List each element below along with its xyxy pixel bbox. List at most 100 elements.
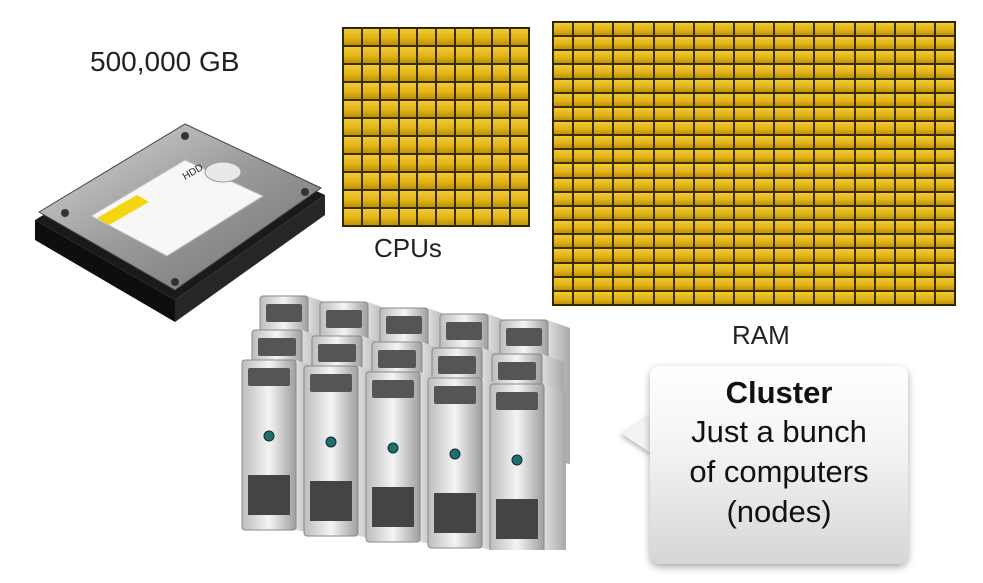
ram-cell <box>754 276 775 291</box>
ram-cell <box>633 248 654 263</box>
ram-cell <box>573 106 594 122</box>
ram-cell <box>713 262 734 277</box>
storage-capacity-label: 500,000 GB <box>90 46 240 77</box>
cpu-core-cell <box>343 154 362 172</box>
cpu-core-cell <box>436 208 455 226</box>
cpu-core-cell <box>417 82 436 100</box>
ram-cell <box>874 78 895 93</box>
ram-cell <box>553 205 574 221</box>
ram-cell <box>653 92 674 107</box>
ram-cell <box>673 290 694 305</box>
cpu-core-cell <box>398 82 418 100</box>
ram-cell <box>914 205 935 221</box>
ram-cell <box>914 262 935 277</box>
cpu-core-cell <box>398 172 418 190</box>
cpu-core-cell <box>454 46 474 64</box>
cpu-core-cell <box>473 28 492 46</box>
cpu-core-cell <box>473 208 492 226</box>
ram-cell <box>713 64 734 79</box>
cpu-core-cell <box>417 136 436 154</box>
ram-cell <box>653 290 674 305</box>
ram-cell <box>653 78 674 93</box>
ram-cell <box>553 121 574 136</box>
ram-cell <box>894 191 915 206</box>
ram-cell <box>754 135 775 150</box>
ram-cell <box>854 92 875 107</box>
cpu-core-cell <box>473 82 492 100</box>
ram-cell <box>613 135 634 150</box>
cpu-core-cell <box>343 118 362 136</box>
ram-cell <box>794 149 815 164</box>
ram-cell <box>713 78 734 93</box>
drive-bay <box>326 310 362 328</box>
ram-cell <box>774 191 795 206</box>
ram-cell <box>834 220 855 235</box>
ram-cell <box>914 149 935 164</box>
cpu-core-cell <box>473 136 492 154</box>
ram-cell <box>814 135 835 150</box>
ram-cell <box>673 177 694 192</box>
ram-cell <box>593 290 614 305</box>
power-button-icon <box>325 436 337 448</box>
ram-cell <box>894 234 915 249</box>
ram-cell <box>874 163 895 178</box>
ram-cell <box>894 135 915 150</box>
vent-grille <box>310 481 352 521</box>
ram-cell <box>553 220 574 235</box>
ram-cell <box>593 50 614 65</box>
ram-cell <box>653 121 674 136</box>
ram-cell <box>613 121 634 136</box>
ram-cell <box>633 163 654 178</box>
ram-label: RAM <box>732 320 790 350</box>
ram-cell <box>693 22 714 37</box>
ram-cell <box>553 234 574 249</box>
cpu-core-cell <box>398 136 418 154</box>
ram-cell <box>673 262 694 277</box>
callout-pointer <box>622 414 652 454</box>
ram-cell <box>733 121 754 136</box>
cluster-callout: Cluster Just a bunch of computers (nodes… <box>620 366 910 566</box>
ram-cell <box>693 205 714 221</box>
ram-cell <box>653 163 674 178</box>
vent-grille <box>496 499 538 539</box>
ram-cell <box>914 64 935 79</box>
cpu-label: CPUs <box>374 233 442 263</box>
ram-cell <box>914 234 935 249</box>
drive-bay <box>378 350 416 368</box>
ram-cell <box>553 64 574 79</box>
ram-cell <box>814 191 835 206</box>
cpu-core-cell <box>491 118 511 136</box>
ram-cell <box>754 248 775 263</box>
ram-cell <box>754 205 775 221</box>
ram-cell <box>713 191 734 206</box>
cpu-core-cell <box>417 46 436 64</box>
ram-cell <box>854 50 875 65</box>
cpu-core-cell <box>473 190 492 208</box>
ram-cell <box>573 220 594 235</box>
ram-cell <box>553 276 574 291</box>
ram-cell <box>874 64 895 79</box>
cpu-core-cell <box>436 64 455 82</box>
cpu-core-cell <box>491 100 511 118</box>
ram-cell <box>593 262 614 277</box>
ram-cell <box>814 78 835 93</box>
ram-cell <box>934 92 955 107</box>
ram-cell <box>854 22 875 37</box>
ram-cell <box>834 50 855 65</box>
ram-cell <box>794 78 815 93</box>
cpu-core-cell <box>380 136 399 154</box>
ram-cell <box>633 276 654 291</box>
ram-cell <box>874 276 895 291</box>
ram-cell <box>613 177 634 192</box>
ram-cell <box>754 121 775 136</box>
cluster-description-line-1: Just a bunch <box>691 414 867 449</box>
ram-cell <box>613 149 634 164</box>
ram-cell <box>713 163 734 178</box>
cpu-grid <box>342 27 530 227</box>
ram-cell <box>613 191 634 206</box>
ram-cell <box>874 92 895 107</box>
ram-cell <box>733 191 754 206</box>
ram-cell <box>794 163 815 178</box>
ram-cell <box>673 234 694 249</box>
ram-cell <box>934 177 955 192</box>
